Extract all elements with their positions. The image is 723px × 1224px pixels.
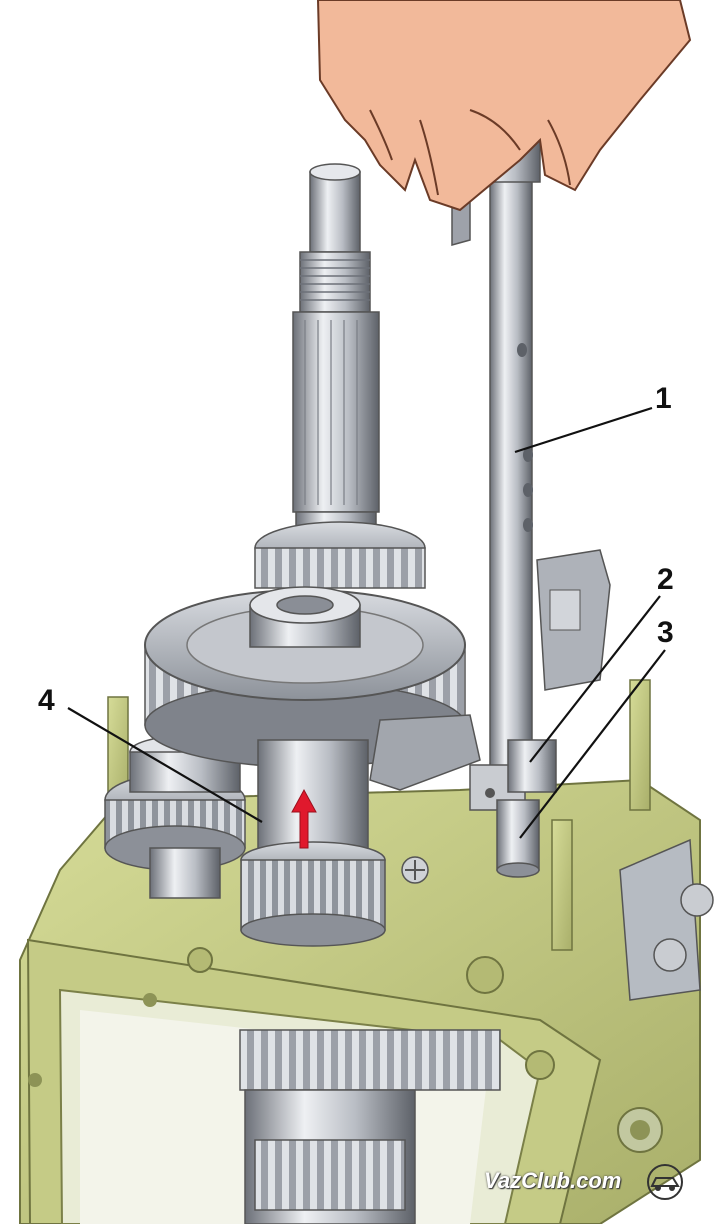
watermark-text: VazClub.com	[484, 1168, 622, 1193]
output-shaft	[292, 163, 380, 573]
rear-gear	[254, 521, 426, 589]
large-helical-gear	[144, 586, 466, 768]
callout-4: 4	[38, 684, 55, 717]
leader-4	[67, 707, 263, 823]
watermark: VazClub.com	[484, 1160, 706, 1202]
callout-2: 2	[657, 563, 674, 596]
callout-1: 1	[655, 382, 672, 415]
callout-3: 3	[657, 616, 674, 649]
intermediate-shaft	[240, 739, 386, 947]
hand	[316, 0, 692, 212]
fork-block	[507, 739, 557, 793]
leader-lines	[67, 406, 666, 839]
leader-2	[529, 595, 661, 763]
lower-gear-cluster	[239, 1029, 501, 1224]
reverse-shaft	[496, 799, 540, 878]
leader-1	[514, 406, 653, 454]
leader-3	[519, 649, 666, 839]
car-circle-logo	[647, 1164, 683, 1200]
housing-studs	[107, 679, 651, 951]
shift-fork	[369, 549, 611, 811]
side-plate	[619, 838, 714, 1001]
lift-direction-arrow	[291, 788, 317, 849]
